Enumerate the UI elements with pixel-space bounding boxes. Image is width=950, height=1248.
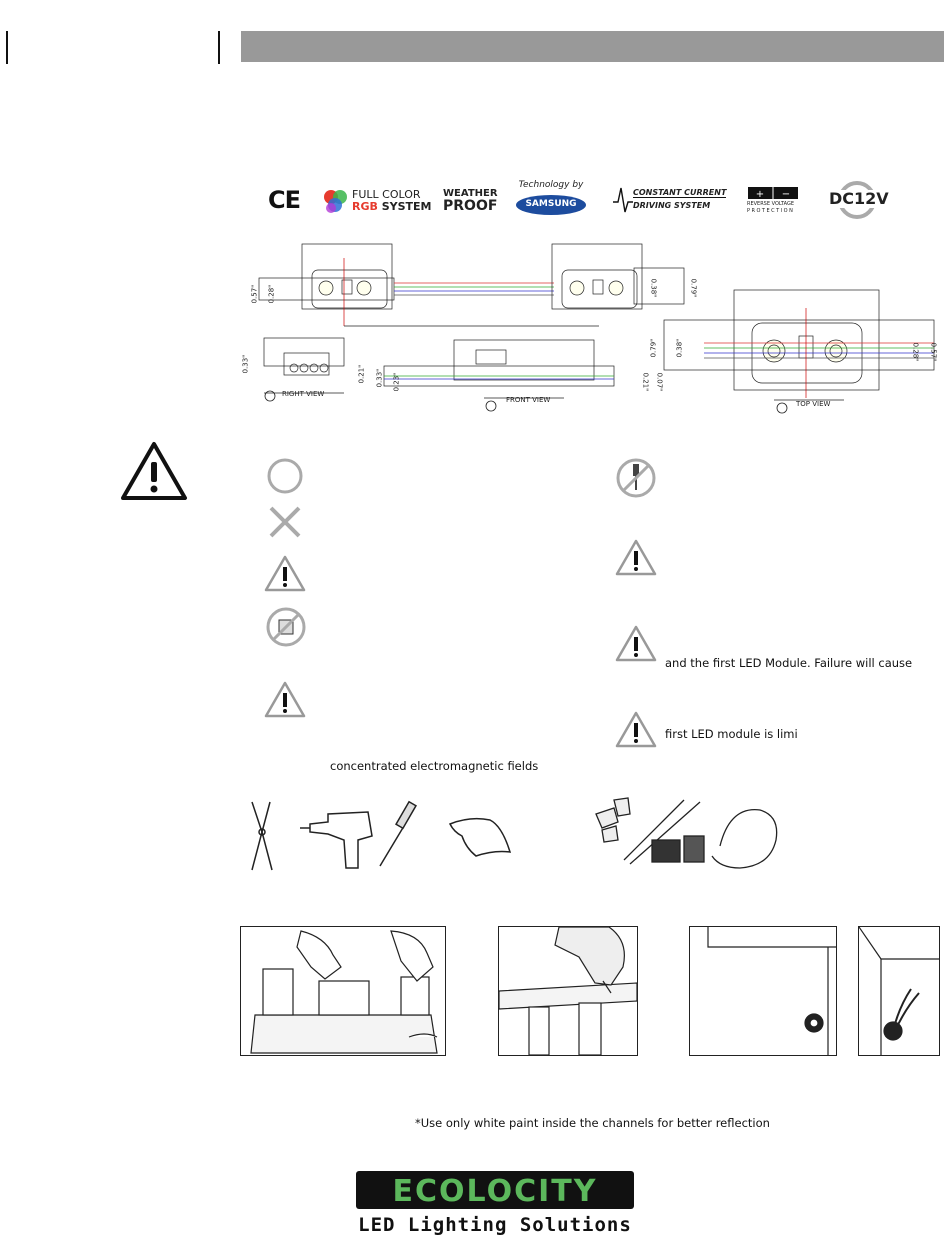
driving-system-text: DRIVING SYSTEM [633,201,711,210]
header-bar [241,31,944,62]
drill-icon [309,811,373,869]
warning-icon [119,440,189,502]
constant-current-text: CONSTANT CURRENT [633,188,727,198]
install-photo-4 [858,926,940,1056]
paint-note: *Use only white paint inside the channel… [415,1116,770,1130]
limit-warning-text: first LED module is limi [665,727,798,741]
ecolocity-logo: ECOLOCITY LED Lighting Solutions [355,1170,635,1242]
install-photo-2 [498,926,638,1056]
ecolocity-wordmark-svg [356,1171,634,1209]
system-text: SYSTEM [381,200,432,213]
no-stacking-icon [265,606,307,648]
full-color-text: FULL COLOR [352,188,421,201]
brand-text: ECOLOCITY [392,1174,598,1209]
screwdriver-icon [379,825,405,867]
battery-polarity-icon: + − [748,187,798,200]
weather-text: WEATHER [443,188,498,199]
weather-proof-logo: WEATHER PROOF [443,188,498,214]
full-color-rgb-logo: FULL COLOR RGB SYSTEM [322,186,432,216]
samsung-logo: Technology by SAMSUNG [516,180,586,220]
reverse-voltage-text: REVERSE VOLTAGE [747,201,795,207]
constant-current-logo: CONSTANT CURRENT DRIVING SYSTEM [613,186,727,214]
dim-label: 0.57" [250,284,259,304]
supplies-illustration [580,796,790,876]
connector-icon [651,839,681,863]
dimension-drawing-svg [258,243,935,414]
rgb-circles-icon [324,190,347,213]
pliers-icon [251,801,263,871]
caution-icon [614,624,658,664]
wire-nut-icon [595,807,619,829]
caution-icon [614,710,658,750]
failure-warning-text: and the first LED Module. Failure will c… [665,656,913,670]
column-divider-line [218,31,220,64]
ok-circle-icon [265,456,305,496]
prohibited-x-icon [265,502,305,542]
install-photo-3 [689,926,837,1056]
left-margin-line [6,31,8,64]
caution-icon [614,538,658,578]
technology-by-text: Technology by [518,180,584,190]
caution-icon [263,680,307,720]
technical-drawing: 0.57" 0.28" 0.38" 0.79" 0.33" 0.21" 0.33… [241,238,944,418]
dim-label: 0.38" [649,278,658,298]
dim-label: 0.07" [655,372,664,392]
ce-mark: CE [268,186,301,214]
dim-label: 0.79" [649,338,658,358]
dim-label: 0.21" [641,372,650,392]
rgb-text: RGB [352,200,378,213]
current-wave-icon [613,187,633,213]
reverse-voltage-logo: + − REVERSE VOLTAGE PROTECTION [745,186,805,216]
caution-icon [263,554,307,594]
front-view-label: FRONT VIEW [506,396,551,404]
em-fields-text: concentrated electromagnetic fields [330,759,539,773]
samsung-text: SAMSUNG [525,199,577,209]
dc12v-text: DC12V [829,189,889,208]
dim-label: 0.21" [357,364,366,384]
svg-text:+: + [756,189,764,200]
dim-label: 0.57" [929,342,938,362]
dim-label: 0.38" [675,338,684,358]
top-view-label: TOP VIEW [796,400,831,408]
samsung-badge [516,195,586,215]
dim-label: 0.79" [689,278,698,298]
cloth-icon [448,817,512,857]
no-screwdriver-icon [614,456,658,500]
right-view-label: RIGHT VIEW [282,390,325,398]
dc12v-logo: DC12V [829,180,889,220]
cable-tie-icon [623,799,685,861]
proof-text: PROOF [443,198,498,214]
install-photo-1 [240,926,446,1056]
dim-label: 0.23" [392,372,401,392]
dim-label: 0.33" [241,354,250,374]
dim-label: 0.33" [375,368,384,388]
svg-text:−: − [782,189,790,200]
dim-label: 0.28" [267,284,276,304]
wire-coil-icon [711,809,778,869]
protection-text: PROTECTION [747,208,795,214]
brand-tagline: LED Lighting Solutions [358,1214,632,1236]
rgb-system-text: RGB SYSTEM [352,200,432,213]
tools-illustration [240,796,550,876]
dim-label: 0.28" [911,342,920,362]
